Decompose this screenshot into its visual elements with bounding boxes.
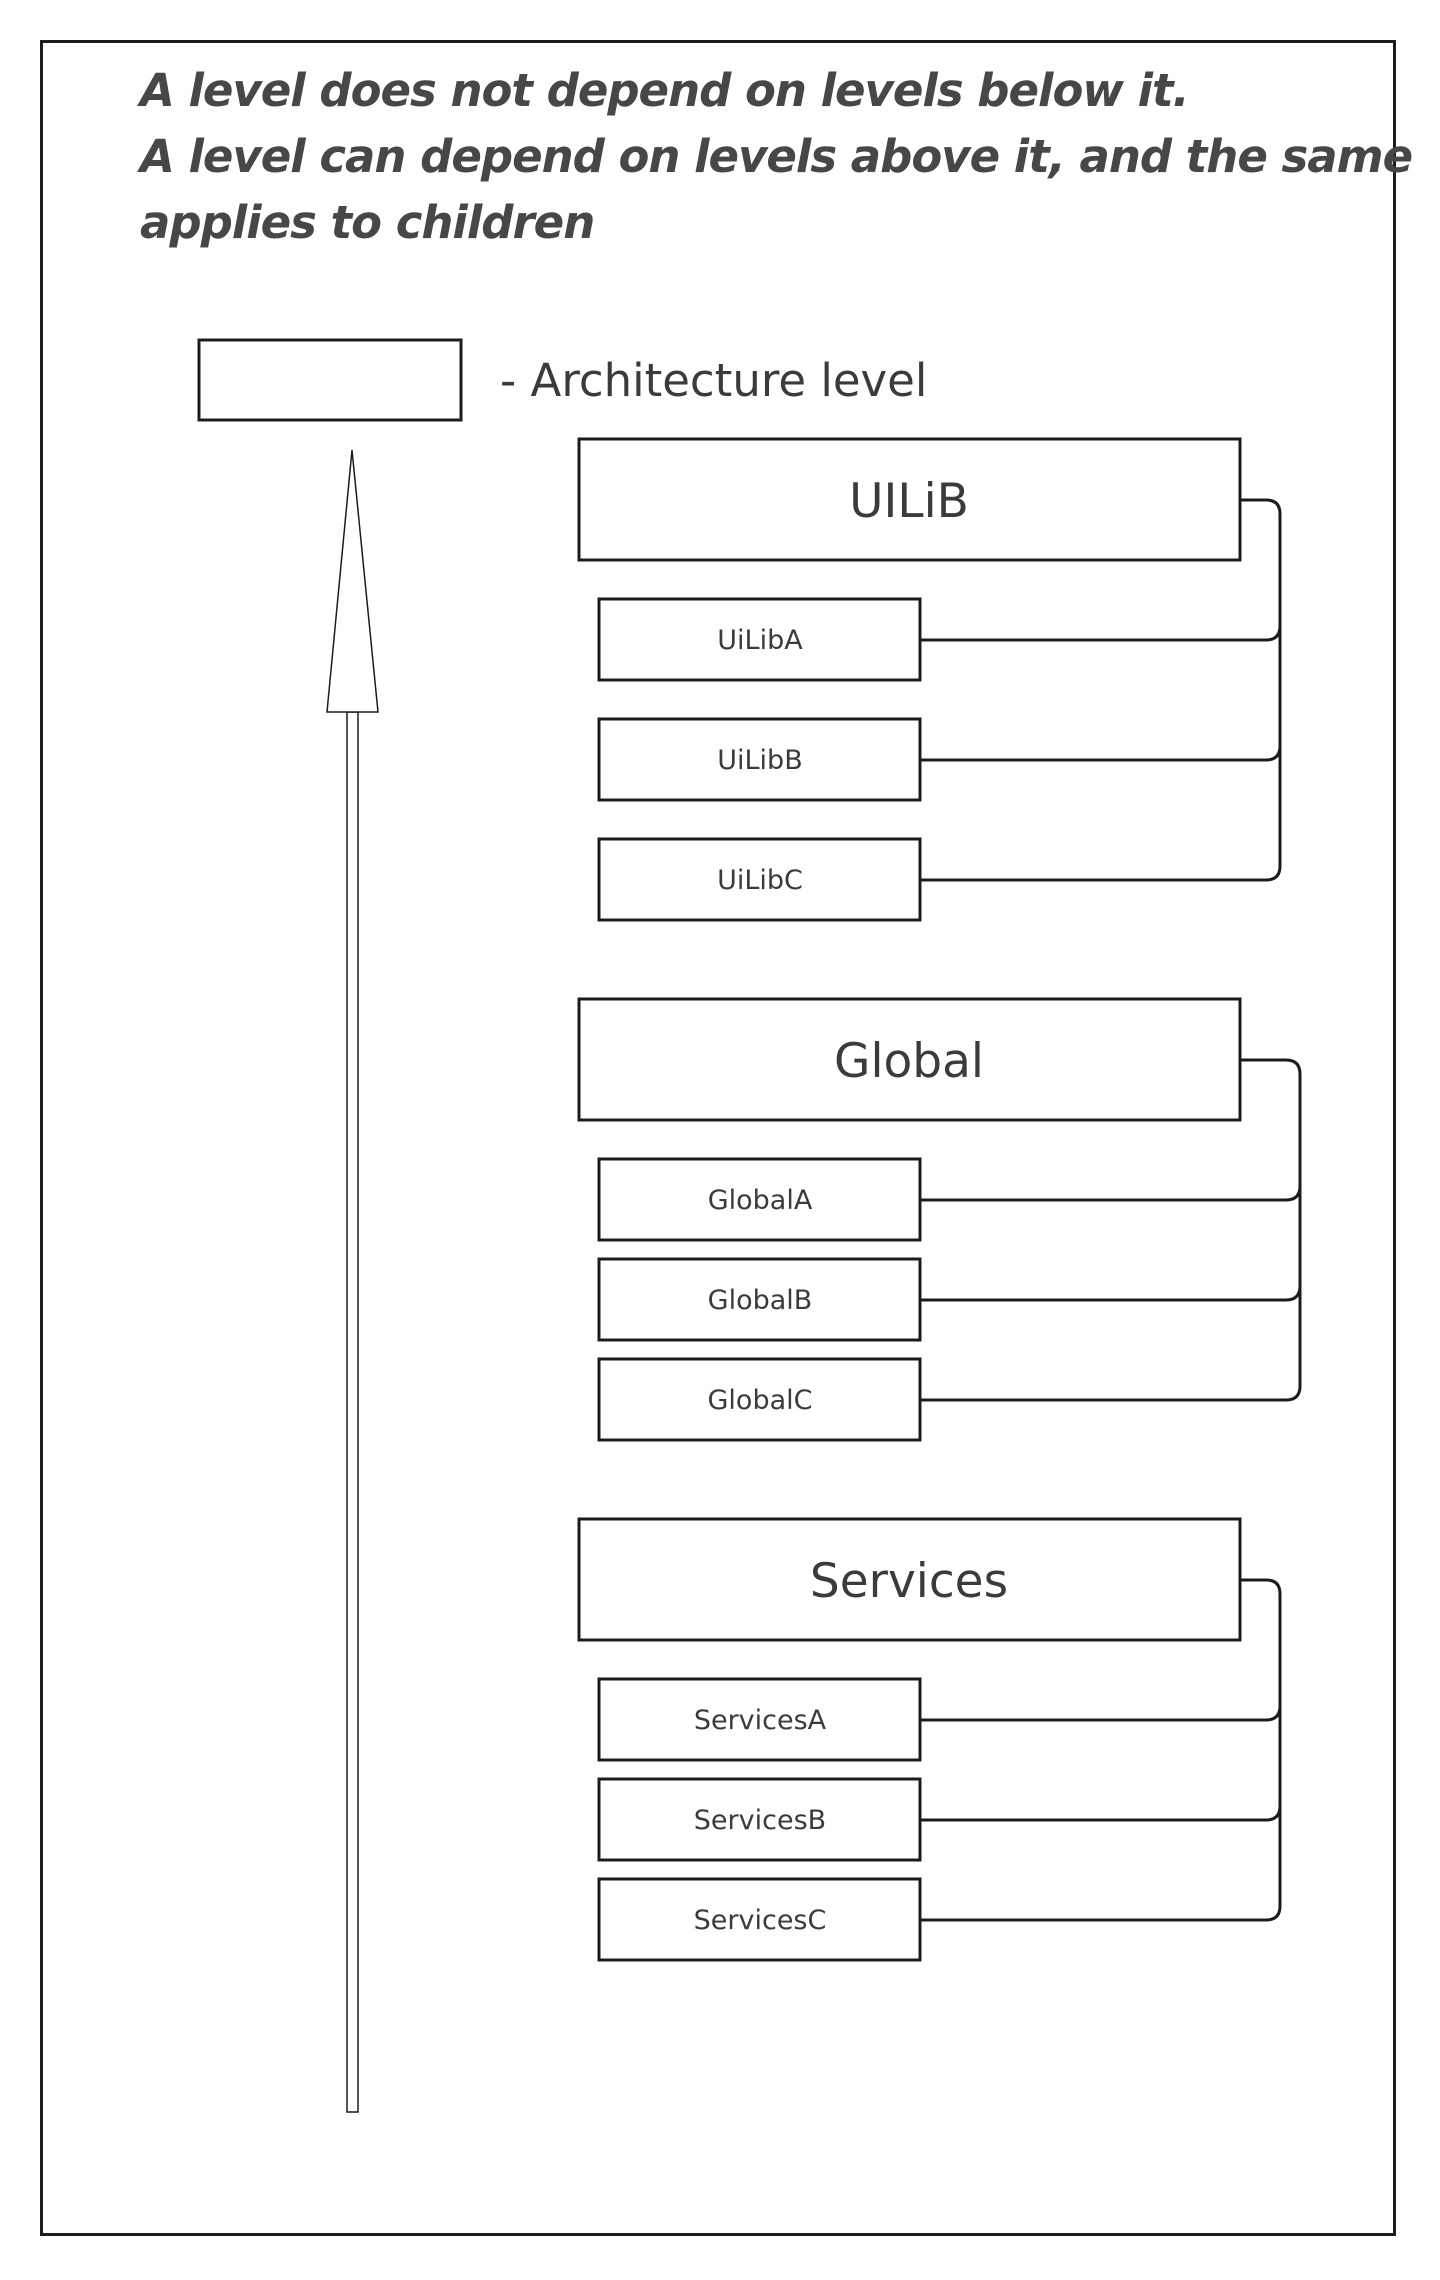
level-title: Global [834,1034,984,1089]
diagram-heading: A level does not depend on levels below … [140,58,1413,256]
child-box[interactable] [597,1357,922,1442]
child-box[interactable] [597,1777,922,1862]
level-group-uilib: UILiB UiLibA UiLibB UiLibC [577,437,1282,922]
child-label: ServicesB [694,1805,826,1836]
child-box[interactable] [597,1257,922,1342]
child-box[interactable] [597,717,922,802]
connector-bracket [920,1578,1282,1922]
heading-line-1: A level does not depend on levels below … [140,64,1190,117]
level-box[interactable] [577,437,1242,562]
dependency-arrow [326,449,379,2113]
legend-label: - Architecture level [500,354,927,407]
level-box[interactable] [577,997,1242,1122]
diagram-frame [40,40,1396,2236]
child-label: GlobalC [708,1385,813,1416]
legend-swatch [197,338,463,422]
child-box[interactable] [597,597,922,682]
arrow-head [326,449,379,713]
level-group-services: Services ServicesA ServicesB ServicesC [577,1517,1282,1962]
level-group-global: Global GlobalA GlobalB GlobalC [577,997,1302,1442]
heading-line-2: A level can depend on levels above it, a… [140,130,1413,183]
child-label: UiLibA [717,625,803,656]
level-box[interactable] [577,1517,1242,1642]
child-label: ServicesC [694,1905,827,1936]
heading-line-3: applies to children [140,196,595,249]
child-box[interactable] [597,1677,922,1762]
child-box[interactable] [597,837,922,922]
child-box[interactable] [597,1157,922,1242]
child-label: GlobalB [708,1285,813,1316]
connector-bracket [920,1058,1302,1402]
child-box[interactable] [597,1877,922,1962]
level-title: UILiB [849,474,969,529]
arrow-shaft [346,711,359,2113]
level-title: Services [810,1554,1008,1609]
child-label: UiLibC [717,865,803,896]
child-label: UiLibB [717,745,802,776]
child-label: GlobalA [708,1185,813,1216]
child-label: ServicesA [694,1705,827,1736]
connector-bracket [920,498,1282,882]
